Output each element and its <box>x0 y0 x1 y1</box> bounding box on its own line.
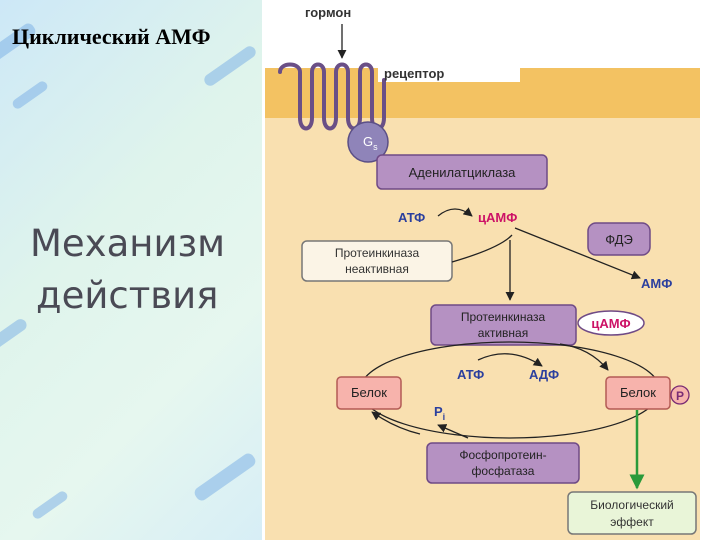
slide-title: Циклический АМФ <box>12 24 211 49</box>
receptor-label-bg <box>378 60 520 82</box>
pk-inactive-label-1: Протеинкиназа <box>335 246 420 260</box>
hormone-label: гормон <box>305 5 351 20</box>
cycle-arrow-top <box>559 343 609 371</box>
adenylate-cyclase-label: Аденилатциклаза <box>409 165 517 180</box>
phosphatase-label-2: фосфатаза <box>472 464 535 478</box>
adp-label: АДФ <box>529 367 559 382</box>
decor-stripe <box>30 489 70 521</box>
camp-to-amp-arrow <box>514 227 641 280</box>
protein-left-label: Белок <box>351 385 387 400</box>
pde-label: ФДЭ <box>605 232 633 247</box>
camp-label-2: цАМФ <box>591 316 630 331</box>
camp-label-1: цАМФ <box>478 210 517 225</box>
atp-to-camp-arrow <box>437 207 473 217</box>
decor-stripe <box>192 451 258 503</box>
slide-subtitle-line2: действия <box>36 274 219 317</box>
pk-inactive-box <box>301 240 453 282</box>
biological-effect-label-2: эффект <box>610 515 654 529</box>
atp-label-1: АТФ <box>398 210 425 225</box>
pk-active-label-2: активная <box>478 326 528 340</box>
pk-activation-arrow <box>451 234 512 300</box>
pk-active-label-1: Протеинкиназа <box>461 310 546 324</box>
camp-bound-ellipse <box>577 310 645 336</box>
slide-subtitle-line1: Механизм <box>30 222 226 265</box>
phosphatase-label-1: Фосфопротеин- <box>459 448 546 462</box>
pk-inactive-label-2: неактивная <box>345 262 409 276</box>
gs-protein <box>347 121 389 163</box>
decor-stripe <box>0 316 29 356</box>
camp-diagram: гормон рецептор Gs Аденилатциклаза АТФ ц… <box>265 5 700 540</box>
cycle-arrow-bottom <box>371 411 421 435</box>
phosphatase-box <box>426 442 580 484</box>
phosphate-badge <box>670 385 690 405</box>
biological-effect-box <box>567 491 697 535</box>
phosphate-badge-label: P <box>676 389 684 403</box>
atp-label-2: АТФ <box>457 367 484 382</box>
decor-stripe <box>201 43 259 89</box>
atp-to-adp-arrow <box>477 353 543 367</box>
slide-left-panel: Циклический АМФ Механизм действия <box>0 0 262 540</box>
biological-effect-label-1: Биологический <box>590 498 673 512</box>
amp-label: АМФ <box>641 276 672 291</box>
pde-box <box>587 222 651 256</box>
adenylate-cyclase-box <box>376 154 548 190</box>
protein-right-box <box>605 376 671 410</box>
gs-label: Gs <box>363 134 378 152</box>
pi-label: Pi <box>434 404 445 422</box>
receptor-coil <box>278 62 386 131</box>
protein-right-label: Белок <box>620 385 656 400</box>
protein-left-box <box>336 376 402 410</box>
receptor-label: рецептор <box>384 66 444 81</box>
pk-active-box <box>430 304 577 346</box>
decor-stripe <box>10 79 50 111</box>
pi-release-arrow <box>437 424 469 439</box>
slide-subtitle: Механизм действия <box>30 218 225 322</box>
